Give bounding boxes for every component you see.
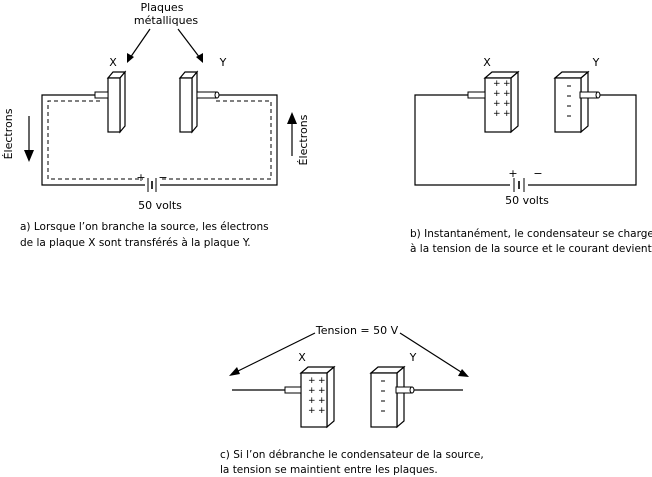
tension-arrow-right <box>399 332 462 373</box>
battery-a <box>147 178 157 192</box>
pointer-arrow-x <box>129 28 151 59</box>
plate-x-label: X <box>109 56 117 69</box>
svg-text:+: + <box>493 79 501 89</box>
voltage-b-label: 50 volts <box>505 194 549 207</box>
battery-a-minus: − <box>158 171 167 184</box>
battery-a-plus: + <box>136 171 145 184</box>
wire-left <box>41 94 145 186</box>
svg-text:+: + <box>318 376 326 386</box>
plate-y-b <box>553 70 601 134</box>
tension-arrowhead-left <box>229 367 240 376</box>
electrons-left-arrowhead <box>24 150 34 162</box>
battery-b-plus: + <box>508 167 517 180</box>
pointer-arrowhead-x <box>127 53 134 63</box>
caption-a-line2: de la plaque X sont transférés à la plaq… <box>20 237 251 249</box>
svg-text:+: + <box>493 109 501 119</box>
electrons-right-arrowhead <box>287 112 297 124</box>
svg-text:+: + <box>493 99 501 109</box>
plate-y-rod <box>196 91 218 99</box>
tension-label: Tension = 50 V <box>315 324 399 337</box>
plate-x-rod <box>94 91 109 99</box>
caption-a-line1: a) Lorsque l’on branche la source, les é… <box>20 221 269 233</box>
electrons-left-label: Électrons <box>2 108 15 159</box>
wire-right-b <box>528 94 637 186</box>
electron-path-right <box>162 100 272 180</box>
tension-arrowhead-right <box>458 369 469 377</box>
plate-y-label: Y <box>219 56 227 69</box>
electron-path-left <box>47 100 143 180</box>
plates-label-line2: métalliques <box>134 14 198 27</box>
electrons-right-label: Électrons <box>297 114 310 165</box>
diagram-a: Plaques métalliques X Y <box>2 1 310 249</box>
svg-text:+: + <box>503 79 511 89</box>
plate-x-label-c: X <box>298 351 306 364</box>
voltage-a-label: 50 volts <box>138 199 182 212</box>
caption-b-line1: b) Instantanément, le condensateur se ch… <box>410 228 652 240</box>
wire-left-b <box>414 94 510 186</box>
plate-x <box>94 70 127 134</box>
svg-text:+: + <box>318 396 326 406</box>
tension-arrow-left <box>235 332 316 373</box>
svg-text:+: + <box>493 89 501 99</box>
plate-y <box>178 70 220 134</box>
svg-text:+: + <box>308 386 316 396</box>
caption-c-line2: la tension se maintient entre les plaque… <box>220 464 438 476</box>
plate-x-c: ++ ++ ++ ++ <box>284 365 336 429</box>
svg-text:+: + <box>318 386 326 396</box>
svg-text:+: + <box>308 406 316 416</box>
battery-b-minus: − <box>533 167 542 180</box>
plate-y-label-c: Y <box>409 351 417 364</box>
svg-text:+: + <box>318 406 326 416</box>
diagram-c: Tension = 50 V X Y ++ ++ ++ ++ <box>220 324 484 476</box>
caption-c-line1: c) Si l’on débranche le condensateur de … <box>220 449 484 461</box>
diagram-b: X Y ++ ++ ++ ++ <box>410 56 652 255</box>
pointer-arrow-y <box>177 28 201 59</box>
svg-text:+: + <box>503 89 511 99</box>
svg-text:+: + <box>308 376 316 386</box>
battery-b <box>513 178 525 192</box>
caption-b-line2: à la tension de la source et le courant … <box>410 243 652 255</box>
plate-y-c <box>369 365 415 429</box>
plate-y-label-b: Y <box>592 56 600 69</box>
svg-text:+: + <box>308 396 316 406</box>
plate-x-b: ++ ++ ++ ++ <box>467 70 520 134</box>
svg-text:+: + <box>503 109 511 119</box>
pointer-arrowhead-y <box>196 53 203 63</box>
plate-x-label-b: X <box>483 56 491 69</box>
wire-right <box>160 94 278 186</box>
svg-text:+: + <box>503 99 511 109</box>
plates-label-line1: Plaques <box>141 1 184 14</box>
